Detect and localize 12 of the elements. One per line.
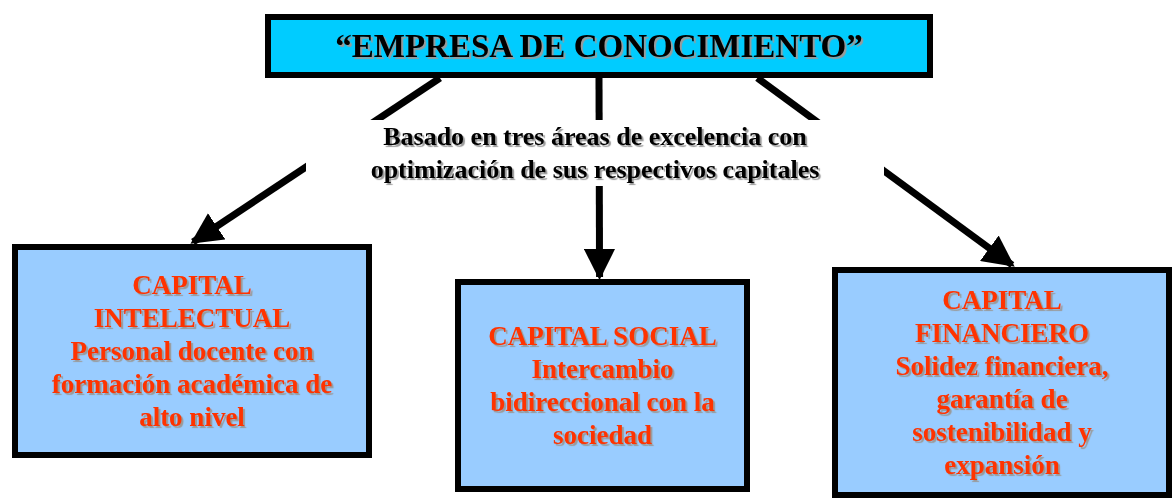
box-description: Personal docente con formación académica de alto nivel	[50, 334, 334, 434]
box-description: Solidez financiera, garantía de sostenibilidad y expansión	[894, 349, 1110, 482]
capital-box	[455, 279, 750, 492]
box-heading: CAPITAL SOCIAL	[487, 319, 718, 353]
capital-box	[832, 267, 1172, 498]
box-heading: “EMPRESA DE CONOCIMIENTO”	[335, 27, 863, 65]
capital-box	[12, 244, 372, 458]
box-description: Intercambio bidireccional con la sociedad	[489, 352, 716, 452]
subtitle-text: Basado en tres áreas de excelencia con optimización de sus respectivos capitales	[306, 120, 884, 186]
box-heading: CAPITAL INTELECTUAL	[92, 268, 292, 335]
title-box	[265, 14, 933, 78]
box-heading: CAPITAL FINANCIERO	[914, 283, 1090, 350]
